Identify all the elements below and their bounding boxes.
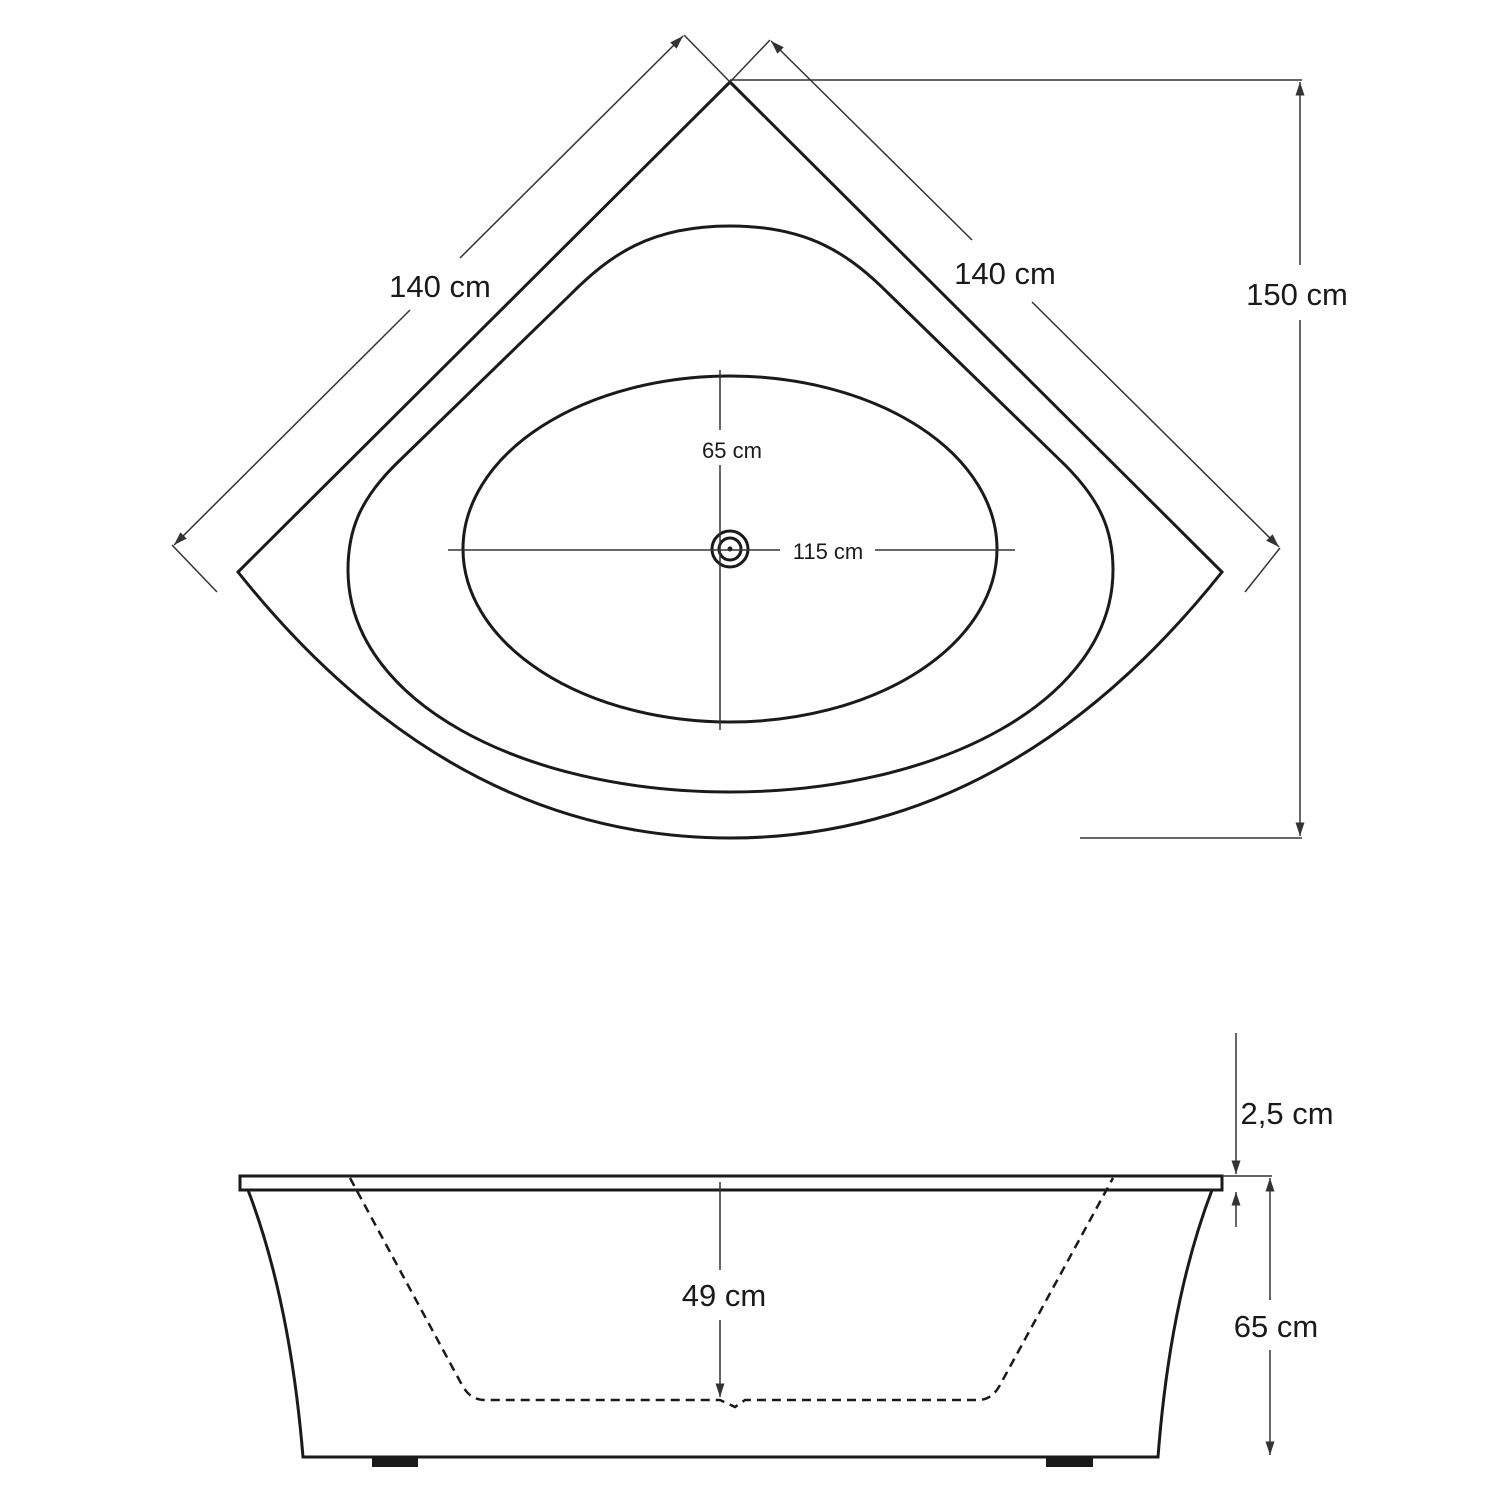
dim-right-line xyxy=(1031,301,1280,548)
dim-right-tick xyxy=(1244,547,1281,593)
basin-bottom-ellipse xyxy=(461,374,999,724)
basin-width-label: 115 cm xyxy=(793,539,864,564)
foot-left xyxy=(372,1457,418,1467)
tub-outline xyxy=(235,79,1225,840)
top-view: 65 cm 115 cm 140 cm 140 cm 150 cm xyxy=(171,34,1348,840)
tub-rim xyxy=(238,1174,1224,1192)
basin-depth-label: 65 cm xyxy=(702,438,762,463)
dim-right-line xyxy=(770,40,973,241)
drain-outer xyxy=(710,529,750,569)
dim-left-line xyxy=(459,35,684,259)
dim-left-tick xyxy=(683,34,731,83)
inner-depth-label: 49 cm xyxy=(682,1278,766,1313)
inner-basin-hidden-line xyxy=(348,1177,1115,1409)
drain-inner xyxy=(717,536,743,562)
tub-body xyxy=(246,1189,1214,1459)
dim-right-tick xyxy=(729,39,771,83)
dim-left-tick xyxy=(171,544,218,593)
basin-outline xyxy=(346,224,1115,794)
right-side-length-label: 140 cm xyxy=(954,256,1056,291)
total-height-label: 65 cm xyxy=(1234,1309,1318,1344)
rim-thickness-label: 2,5 cm xyxy=(1240,1096,1333,1131)
side-view: 49 cm 2,5 cm 65 cm xyxy=(238,1033,1334,1467)
dim-left-line xyxy=(173,309,411,546)
left-side-length-label: 140 cm xyxy=(389,269,491,304)
total-depth-label: 150 cm xyxy=(1246,277,1348,312)
foot-right xyxy=(1046,1457,1093,1467)
